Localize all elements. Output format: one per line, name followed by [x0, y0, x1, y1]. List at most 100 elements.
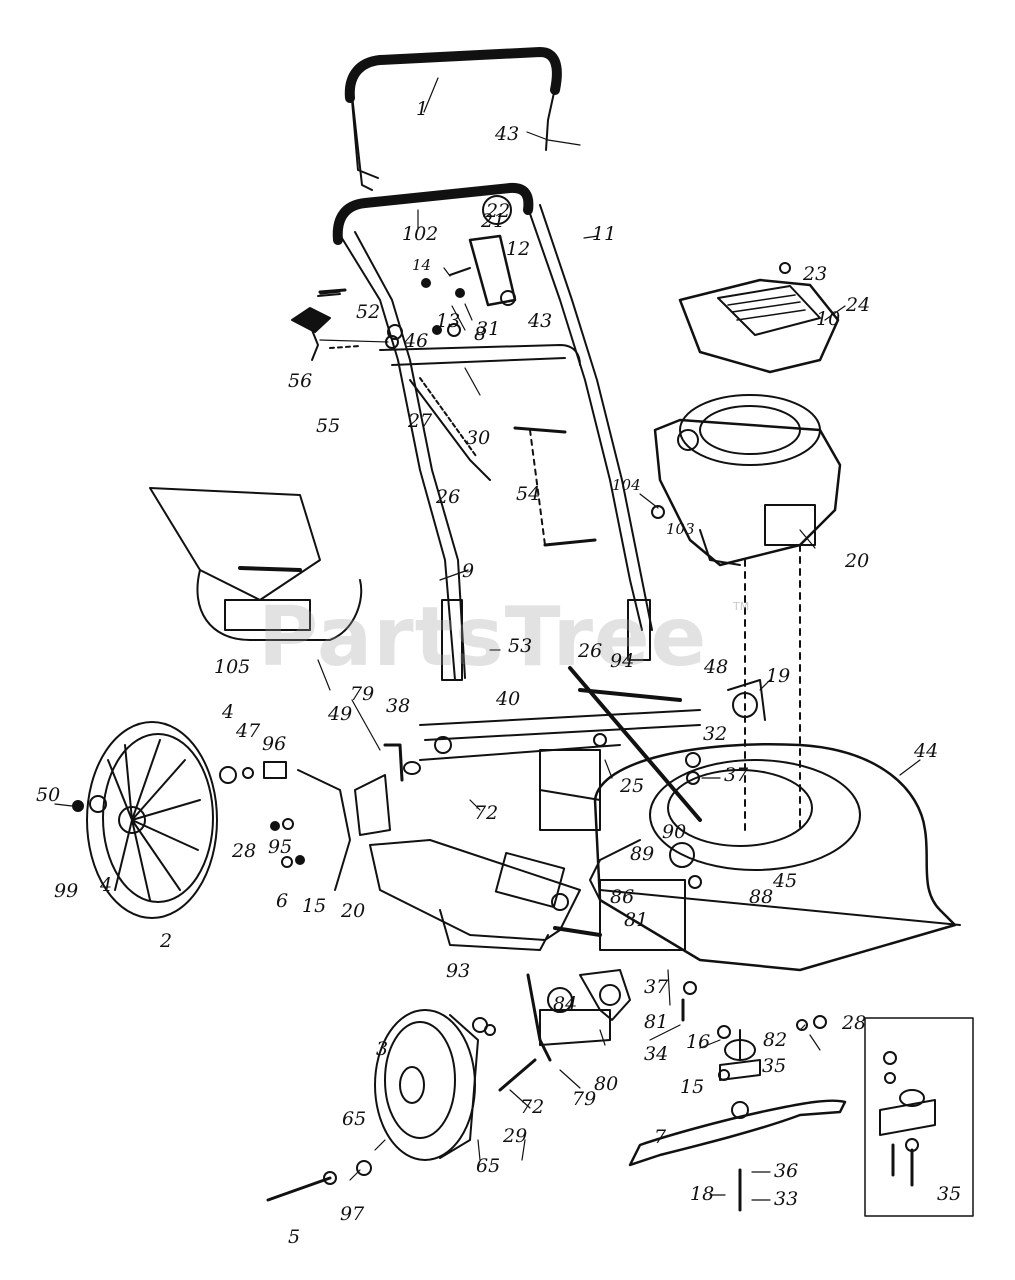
engine: [653, 394, 842, 831]
callout-97: 97: [340, 1203, 365, 1225]
callout-99: 99: [54, 880, 79, 902]
callout-44: 44: [914, 740, 939, 762]
callout-18: 18: [690, 1183, 715, 1205]
callout-26-upper: 26: [436, 486, 461, 508]
inset-label: 35: [937, 1183, 962, 1205]
callout-43-lower: 43: [528, 310, 553, 332]
callout-102: 102: [402, 223, 439, 245]
callout-81-lower: 81: [644, 1011, 669, 1033]
callout-65-right: 65: [476, 1155, 501, 1177]
rear-axle-linkage: [419, 666, 766, 822]
callout-72-upper: 72: [474, 802, 499, 824]
callout-9: 9: [462, 560, 475, 582]
callout-80: 80: [594, 1073, 619, 1095]
height-adjuster: [297, 736, 452, 891]
mower-deck: [539, 743, 961, 972]
callout-4-upper: 4: [222, 701, 235, 723]
callout-38: 38: [386, 695, 411, 717]
callout-72-lower: 72: [520, 1096, 545, 1118]
callout-25: 25: [620, 775, 645, 797]
callout-90: 90: [662, 821, 687, 843]
callout-26-lower: 26: [578, 640, 603, 662]
callout-49: 49: [328, 703, 353, 725]
callout-5: 5: [288, 1226, 301, 1248]
callout-81-deck: 81: [624, 909, 649, 931]
callout-104: 104: [612, 476, 641, 494]
callout-14: 14: [412, 256, 432, 274]
callout-15-left: 15: [302, 895, 327, 917]
fasteners: [387, 278, 827, 1031]
callout-8: 8: [474, 323, 487, 345]
callout-36: 36: [774, 1160, 799, 1182]
callout-54: 54: [516, 483, 541, 505]
callout-56: 56: [288, 370, 313, 392]
callout-79-upper: 79: [350, 683, 375, 705]
control-housing: [449, 195, 517, 307]
engine-shroud: [678, 262, 840, 374]
axle-hardware-left: [219, 761, 305, 868]
callout-21: 21: [481, 210, 506, 232]
callout-23: 23: [803, 263, 828, 285]
inset-box-35: [864, 1017, 974, 1217]
front-bracket: [526, 969, 697, 1062]
callout-2: 2: [160, 930, 173, 952]
callout-50: 50: [36, 784, 61, 806]
callout-89: 89: [630, 843, 655, 865]
callout-6: 6: [276, 890, 289, 912]
grass-bag: [149, 487, 363, 641]
control-cables: [409, 377, 597, 547]
callout-96: 96: [262, 733, 287, 755]
blade-assembly: [628, 1025, 847, 1212]
callout-84: 84: [553, 993, 578, 1015]
callout-33: 33: [774, 1188, 799, 1210]
callout-105: 105: [214, 656, 251, 678]
callout-94: 94: [610, 650, 635, 672]
callout-4-lower: 4: [100, 874, 113, 896]
callout-46: 46: [404, 330, 429, 352]
callout-20-lower: 20: [341, 900, 366, 922]
callout-35: 35: [762, 1055, 787, 1077]
callout-53: 53: [508, 635, 533, 657]
callout-55: 55: [316, 415, 341, 437]
handle-knob-assembly: [291, 288, 399, 361]
callout-45: 45: [773, 870, 798, 892]
callout-22: 22: [486, 200, 511, 222]
callout-65-left: 65: [342, 1108, 367, 1130]
callout-48: 48: [704, 656, 729, 678]
callout-20-engine: 20: [845, 550, 870, 572]
callout-43: 43: [495, 123, 520, 145]
rear-wheel-2: [72, 721, 218, 919]
callout-88: 88: [749, 886, 774, 908]
callout-34: 34: [644, 1043, 669, 1065]
callout-3: 3: [376, 1038, 389, 1060]
callout-1: 1: [416, 98, 429, 120]
callout-32: 32: [703, 723, 728, 745]
lower-handle: [332, 182, 653, 681]
callout-79-lower: 79: [572, 1088, 597, 1110]
callout-30: 30: [466, 427, 491, 449]
callout-12: 12: [506, 238, 531, 260]
callout-13: 13: [436, 310, 461, 332]
callout-29: 29: [503, 1125, 528, 1147]
front-wheel-3: [266, 1009, 537, 1202]
callout-28-left: 28: [232, 840, 257, 862]
callout-11: 11: [592, 223, 617, 245]
watermark: PartsTree: [258, 590, 708, 685]
discharge-chute: [369, 839, 602, 951]
callout-95: 95: [268, 836, 293, 858]
callout-52: 52: [356, 301, 381, 323]
callout-86: 86: [610, 886, 635, 908]
callout-28-right: 28: [842, 1012, 867, 1034]
callout-31: 31: [476, 318, 501, 340]
callout-19: 19: [766, 665, 791, 687]
callout-15-right: 15: [680, 1076, 705, 1098]
callout-40: 40: [496, 688, 521, 710]
callout-82: 82: [763, 1029, 788, 1051]
callout-37-lower: 37: [644, 976, 669, 998]
callout-27: 27: [408, 410, 433, 432]
callout-16: 16: [686, 1031, 711, 1053]
callout-37-upper: 37: [724, 764, 749, 786]
callout-24: 24: [846, 294, 871, 316]
